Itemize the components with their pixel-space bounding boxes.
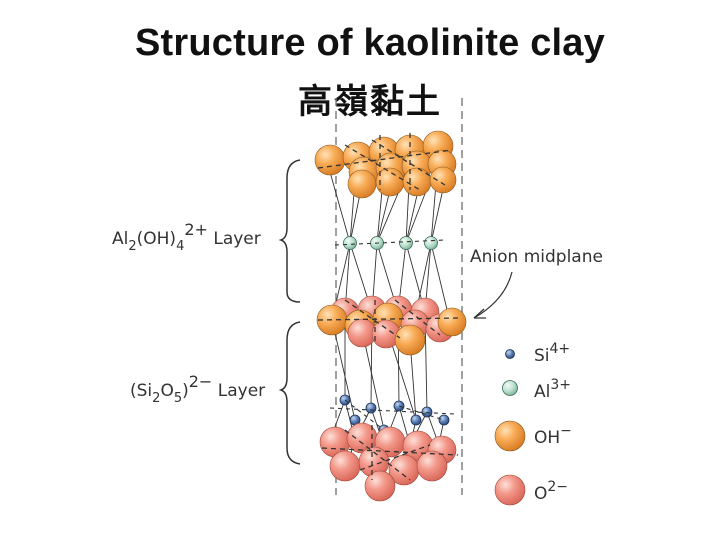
o-legend-icon: [494, 474, 526, 506]
al-legend-label: Al3+: [534, 377, 571, 402]
layer-braces: [278, 159, 301, 465]
anion-midplane-label: Anion midplane: [470, 247, 603, 267]
al-ion: [424, 236, 438, 250]
o-legend-label: O2−: [534, 479, 568, 504]
oh-ion: [394, 324, 426, 356]
page-subtitle: 高嶺黏土: [298, 82, 442, 122]
middle-plane: [316, 295, 467, 356]
o-ion: [416, 450, 448, 482]
page-title: Structure of kaolinite clay: [135, 22, 605, 64]
al-ion: [399, 236, 413, 250]
si-layer-label: (Si2O5)2− Layer: [130, 372, 265, 406]
legend: Si4+ Al3+ OH− O2−: [494, 341, 572, 506]
bottom-plane-dashes: [321, 425, 459, 481]
si-legend-icon: [505, 349, 515, 359]
si-ion: [438, 414, 450, 426]
al-plane-dashes: [334, 239, 446, 246]
oh-top-plane: [314, 130, 457, 199]
si-legend-label: Si4+: [534, 341, 570, 366]
si-ion: [365, 402, 377, 414]
oh-ion: [347, 169, 377, 199]
oh-ion: [314, 144, 346, 176]
al-layer-brace: [278, 159, 301, 303]
oh-legend-icon: [494, 420, 526, 452]
oh-legend-label: OH−: [534, 423, 572, 448]
al-ion: [343, 236, 357, 250]
al-plane: [343, 236, 438, 250]
si-layer-brace: [278, 321, 301, 465]
o-ion: [329, 450, 361, 482]
o-bottom-plane: [319, 422, 457, 502]
middle-plane-dashes: [317, 299, 461, 345]
al-layer-label: Al2(OH)42+ Layer: [112, 220, 261, 254]
o-ion: [364, 470, 396, 502]
anion-midplane-arrow: [473, 271, 513, 319]
al-legend-icon: [502, 380, 518, 396]
oh-ion: [429, 166, 457, 194]
si-plane-dashes: [329, 399, 456, 431]
top-plane-dashes: [317, 133, 453, 191]
si-ion: [410, 414, 422, 426]
oh-ion: [437, 307, 467, 337]
